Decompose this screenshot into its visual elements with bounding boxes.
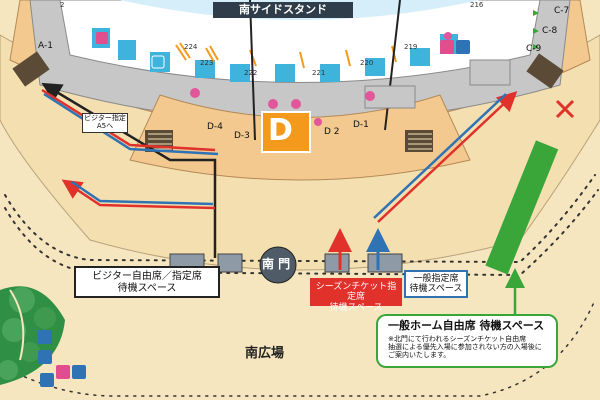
general-reserved-waiting-line1: 一般指定席	[413, 274, 459, 284]
season-ticket-waiting-line1: シーズンチケット指定席	[315, 282, 397, 303]
money-exchange-icon	[190, 32, 452, 126]
section-219: 219	[404, 43, 418, 51]
section-224: 224	[184, 43, 198, 51]
visitor-route-label: ビジター指定 A5へ	[82, 113, 128, 133]
season-ticket-waiting-box: シーズンチケット指定席 待機スペース	[310, 278, 402, 313]
visitor-route-label-line1: ビジター指定	[84, 114, 126, 122]
wheelchair-icon	[38, 40, 470, 387]
no-entry-icon	[555, 99, 575, 119]
stand-name-label: 南サイドスタンド	[213, 2, 353, 18]
visitor-waiting-line2: 待機スペース	[117, 282, 177, 294]
general-reserved-waiting-box: 一般指定席 待機スペース	[404, 270, 468, 298]
home-free-waiting-space	[485, 140, 559, 275]
restroom-icon	[56, 32, 454, 379]
zone-d-letter: D	[268, 113, 293, 148]
gate-label-a1: A-1	[38, 41, 53, 51]
visitor-route-label-line2: A5へ	[96, 122, 114, 131]
home-free-waiting-note2: 抽選による優先入場に参加されない方の入場後に	[388, 342, 542, 351]
south-gate-label: 南 門	[262, 257, 291, 271]
section-220: 220	[360, 59, 374, 67]
section-221: 221	[312, 69, 326, 77]
season-ticket-waiting-line2: 待機スペース	[329, 302, 383, 313]
visitor-waiting-box: ビジター自由席／指定席 待機スペース	[74, 266, 220, 298]
corner-number-216: 216	[470, 1, 484, 9]
red-route-left	[61, 179, 216, 210]
home-free-waiting-note3: ご案内いたします。	[388, 350, 451, 359]
gate-label-c7: C-7	[554, 6, 570, 16]
home-free-waiting-title: 一般ホーム自由席 待機スペース	[388, 319, 545, 332]
section-223: 223	[200, 59, 214, 67]
perimeter-fence	[4, 174, 596, 264]
south-gate-circle	[259, 246, 297, 284]
visitor-waiting-line1: ビジター自由席／指定席	[92, 271, 202, 282]
stand-name-text: 南サイドスタンド	[239, 3, 327, 16]
red-route-right	[377, 91, 518, 223]
corner-number-2: 2	[60, 1, 65, 9]
home-free-waiting-note1: ※北門にて行われるシーズンチケット自由席	[388, 334, 527, 343]
tree-park	[0, 286, 65, 385]
zone-d-box	[261, 111, 311, 153]
stairs-icon	[175, 42, 397, 69]
gate-label-d3: D-3	[234, 131, 250, 141]
home-free-waiting-box: 一般ホーム自由席 待機スペース ※北門にて行われるシーズンチケット自由席 抽選に…	[376, 314, 558, 368]
gate-label-d4: D-4	[207, 122, 223, 132]
gate-label-d2: D 2	[324, 127, 340, 137]
gate-markers	[533, 10, 539, 50]
gate-label-c9: C-9	[526, 44, 542, 54]
south-plaza-label: 南広場	[245, 346, 285, 361]
section-222: 222	[244, 69, 258, 77]
gate-label-c8: C-8	[542, 26, 558, 36]
gate-label-d1: D-1	[353, 120, 369, 130]
general-reserved-waiting-line2: 待機スペース	[409, 284, 463, 295]
